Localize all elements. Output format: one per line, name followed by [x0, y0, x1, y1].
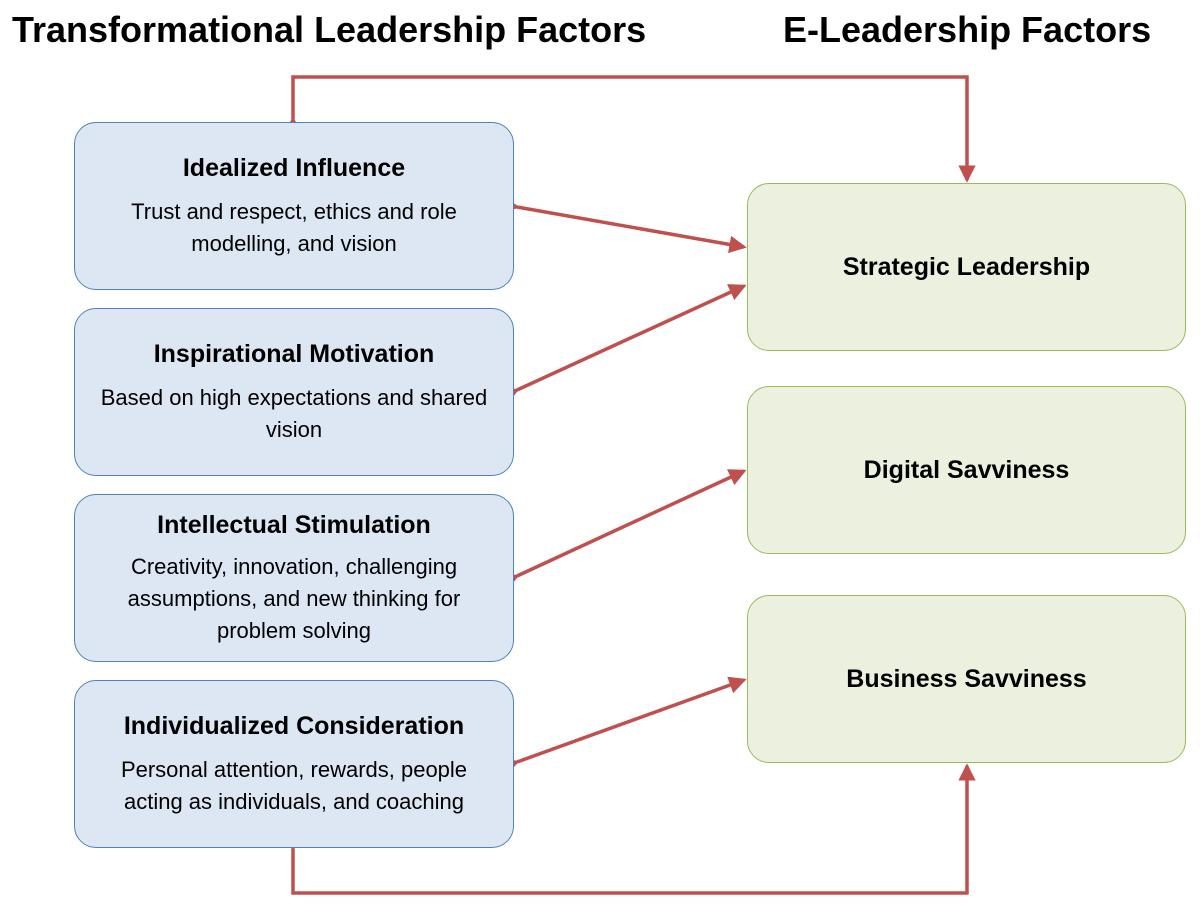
business-savviness-box: Business Savviness [747, 595, 1186, 763]
box-description: Personal attention, rewards, people acti… [120, 757, 468, 814]
e-leadership-heading: E-Leadership Factors [783, 9, 1152, 50]
box-title: Inspirational Motivation [153, 340, 435, 368]
box-title: Individualized Consideration [123, 712, 465, 740]
box-title: Idealized Influence [182, 154, 406, 182]
box-title: Intellectual Stimulation [157, 511, 431, 539]
transformational-heading: Transformational Leadership Factors [12, 9, 647, 50]
box-title: Business Savviness [846, 665, 1087, 693]
box-title: Strategic Leadership [842, 253, 1091, 281]
idealized-influence-box: Idealized Influence Trust and respect, e… [74, 122, 514, 290]
digital-savviness-box: Digital Savviness [747, 386, 1186, 554]
arrow-intellectual-digital [499, 469, 747, 591]
inspirational-motivation-box: Inspirational Motivation Based on high e… [74, 308, 514, 476]
box-description: Based on high expectations and shared vi… [100, 385, 488, 442]
arrow-idealized-strategic [501, 195, 747, 254]
box-description: Creativity, innovation, challenging assu… [127, 554, 461, 643]
arrow-individualized-business [500, 676, 747, 776]
box-description: Trust and respect, ethics and role model… [131, 199, 457, 256]
box-title: Digital Savviness [863, 456, 1070, 484]
strategic-leadership-box: Strategic Leadership [747, 183, 1186, 351]
intellectual-stimulation-box: Intellectual Stimulation Creativity, inn… [74, 494, 514, 662]
arrow-inspirational-strategic [499, 284, 747, 405]
individualized-consideration-box: Individualized Consideration Personal at… [74, 680, 514, 848]
